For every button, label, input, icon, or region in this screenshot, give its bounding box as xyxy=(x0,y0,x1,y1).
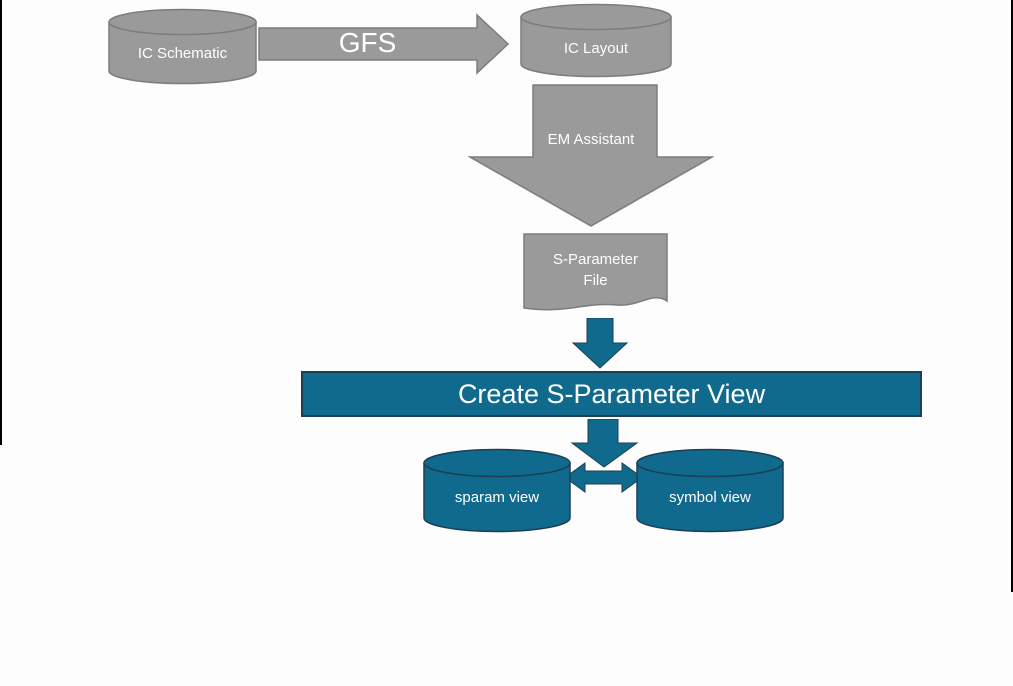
double-arrow-sparam-symbol xyxy=(565,461,642,494)
cylinder-shape xyxy=(520,3,672,78)
down-arrow-bar-to-views xyxy=(570,419,639,468)
s-parameter-file-node: S-Parameter File xyxy=(523,233,668,315)
ic-schematic-node: IC Schematic xyxy=(108,8,257,85)
right-arrow-shape xyxy=(258,13,510,75)
right-edge-line xyxy=(1011,0,1013,592)
left-right-arrow-shape xyxy=(565,462,642,493)
create-s-parameter-view-bar: Create S-Parameter View xyxy=(301,371,922,417)
create-s-parameter-view-label: Create S-Parameter View xyxy=(457,379,766,409)
cylinder-shape xyxy=(108,8,257,85)
document-shape xyxy=(523,233,668,311)
down-arrow-shape xyxy=(571,318,629,369)
gfs-arrow-node: GFS xyxy=(258,13,510,75)
cylinder-shape xyxy=(423,448,571,533)
symbol-view-node: symbol view xyxy=(636,448,784,533)
cylinder-shape xyxy=(636,448,784,533)
ic-layout-node: IC Layout xyxy=(520,3,672,78)
em-assistant-arrow-node: EM Assistant xyxy=(468,83,714,228)
down-arrow-file-to-bar xyxy=(571,318,629,370)
left-edge-line xyxy=(0,0,2,445)
down-arrow-shape xyxy=(468,84,714,227)
down-arrow-shape xyxy=(570,419,639,468)
sparam-view-node: sparam view xyxy=(423,448,571,533)
